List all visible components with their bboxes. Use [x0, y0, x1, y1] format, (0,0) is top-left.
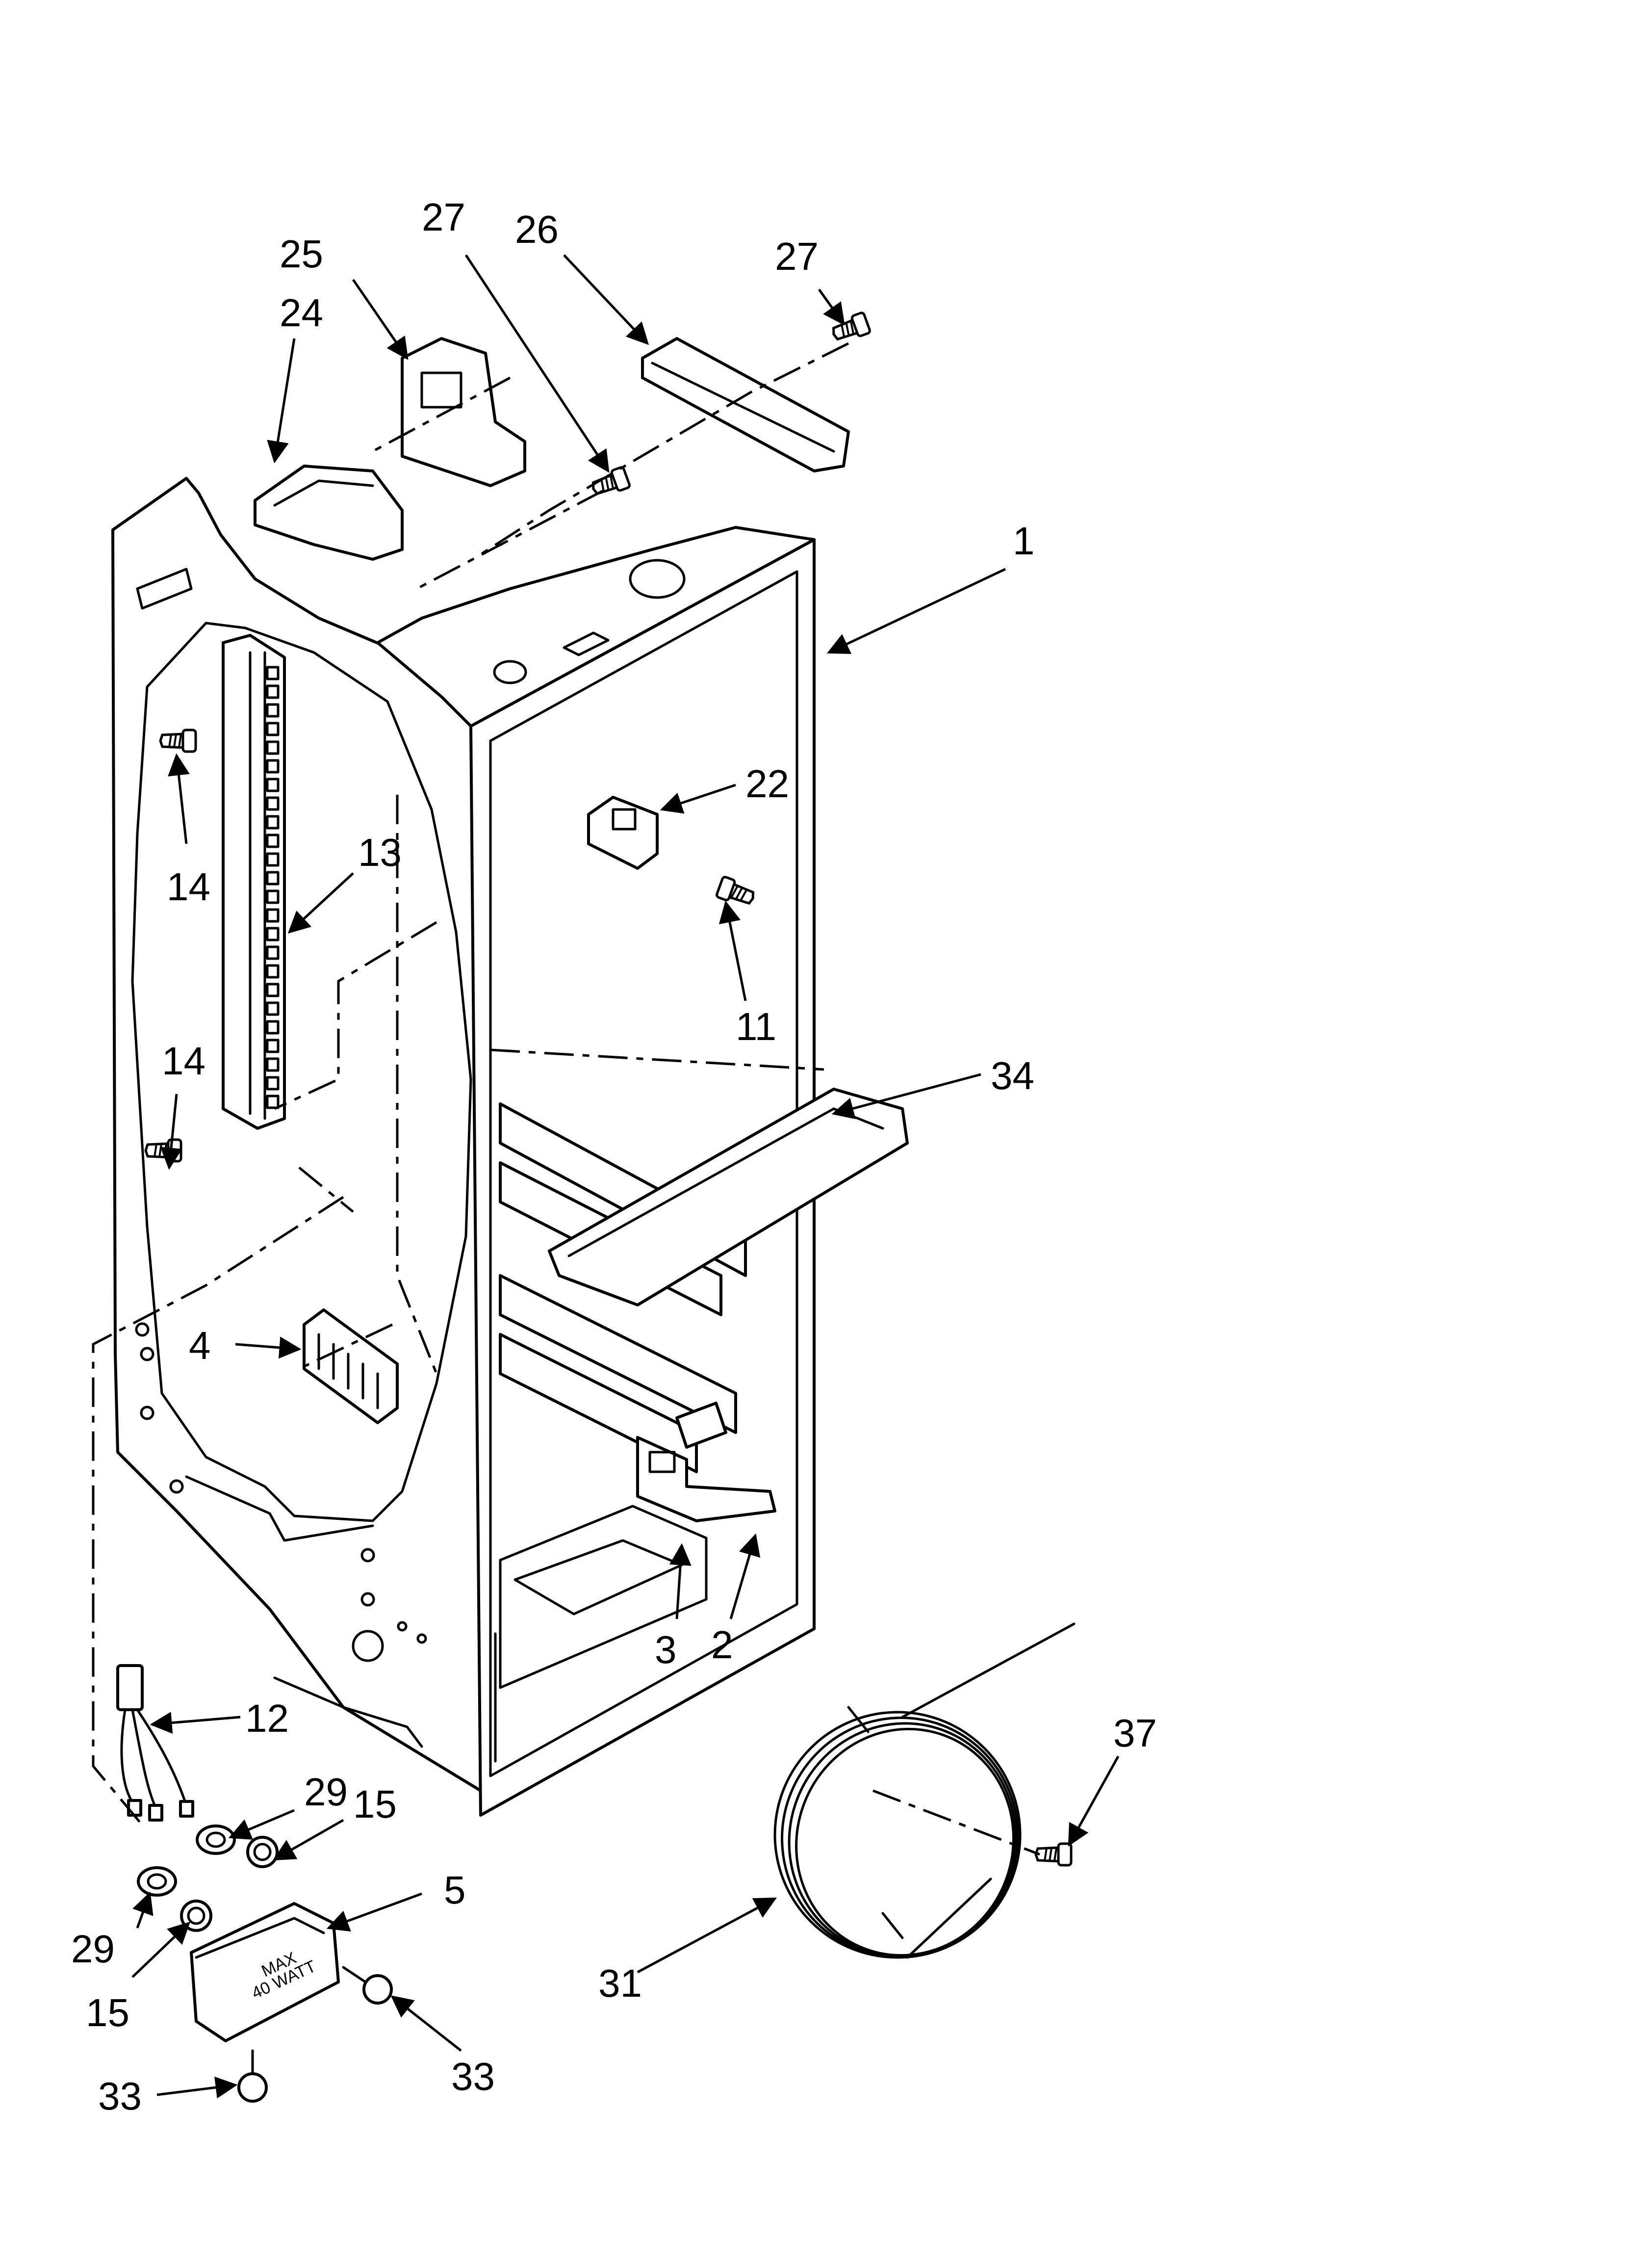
callout-5: 5 — [444, 1868, 466, 1912]
callout-14-upper: 14 — [167, 865, 210, 909]
rail-slot — [266, 1001, 280, 1016]
rail-slot — [266, 778, 280, 792]
rail-slot — [266, 945, 280, 960]
assembly-guide-lines — [92, 342, 1040, 1856]
socket-cap-29-lower — [137, 1866, 177, 1897]
screw-27-right — [830, 312, 871, 344]
shelf-ladder-rail — [222, 634, 286, 1130]
callout-11: 11 — [736, 1005, 776, 1048]
tubing-coil-31 — [773, 1622, 1076, 1959]
rail-slot — [266, 666, 280, 680]
rail-slot — [266, 684, 280, 699]
callout-labels: 27 26 27 25 24 1 22 13 14 11 34 14 4 3 2… — [71, 195, 1157, 2118]
callout-2: 2 — [711, 1623, 733, 1667]
rail-slot — [266, 834, 280, 848]
wire-harness-12 — [116, 1664, 194, 1822]
rail-slot — [266, 983, 280, 997]
rail-slot — [266, 796, 280, 811]
callout-22: 22 — [745, 762, 789, 806]
top-trim-26 — [641, 337, 850, 472]
rail-slot — [266, 1095, 280, 1109]
air-baffle — [303, 1308, 399, 1424]
rail-slot — [266, 889, 280, 904]
callout-31: 31 — [598, 1961, 642, 2005]
callout-29-lower: 29 — [71, 1927, 115, 1971]
callout-3: 3 — [655, 1628, 677, 1671]
bracket-22 — [587, 796, 659, 870]
rail-slot — [266, 871, 280, 886]
lamp-housing-5: MAX 40 WATT — [190, 1902, 340, 2042]
callout-12: 12 — [245, 1696, 289, 1740]
callout-37: 37 — [1113, 1711, 1157, 1755]
rail-slot — [266, 927, 280, 941]
callout-15-upper: 15 — [353, 1782, 397, 1826]
bracket-25 — [401, 337, 526, 487]
fastener-33-right — [342, 1966, 393, 2005]
callout-15-lower: 15 — [86, 1991, 129, 2034]
rail-slot — [266, 1039, 280, 1053]
rail-slot — [266, 1057, 280, 1072]
rail-slot — [266, 964, 280, 979]
screw-37 — [1036, 1844, 1071, 1865]
callout-27-right: 27 — [775, 235, 819, 278]
callout-29-upper: 29 — [304, 1770, 348, 1814]
callout-13: 13 — [358, 831, 402, 874]
callout-34: 34 — [991, 1054, 1034, 1097]
rail-slot — [266, 722, 280, 736]
callout-27-left: 27 — [422, 195, 465, 239]
rail-slot — [266, 1076, 280, 1091]
fastener-33-lower — [237, 2049, 268, 2103]
rail-slot — [266, 759, 280, 774]
rail-slot — [266, 852, 280, 867]
rail-slot — [266, 908, 280, 923]
rail-slot — [266, 740, 280, 755]
callout-14-lower: 14 — [162, 1039, 205, 1083]
top-hinge-cover-24 — [254, 465, 404, 561]
callout-24: 24 — [280, 291, 323, 335]
callout-26: 26 — [515, 208, 559, 251]
rail-slot — [266, 703, 280, 718]
liner-assembly — [111, 477, 816, 1817]
callout-4: 4 — [189, 1324, 211, 1367]
leader-arrows — [131, 254, 1120, 2099]
callout-25: 25 — [280, 232, 323, 276]
callout-33-right: 33 — [451, 2055, 495, 2098]
rail-slot — [266, 1020, 280, 1035]
socket-cap-29-upper — [196, 1825, 236, 1855]
callout-1: 1 — [1013, 519, 1035, 563]
lamp-socket-15-upper — [246, 1836, 279, 1868]
callout-33-left: 33 — [98, 2074, 142, 2118]
rail-slot — [266, 815, 280, 830]
